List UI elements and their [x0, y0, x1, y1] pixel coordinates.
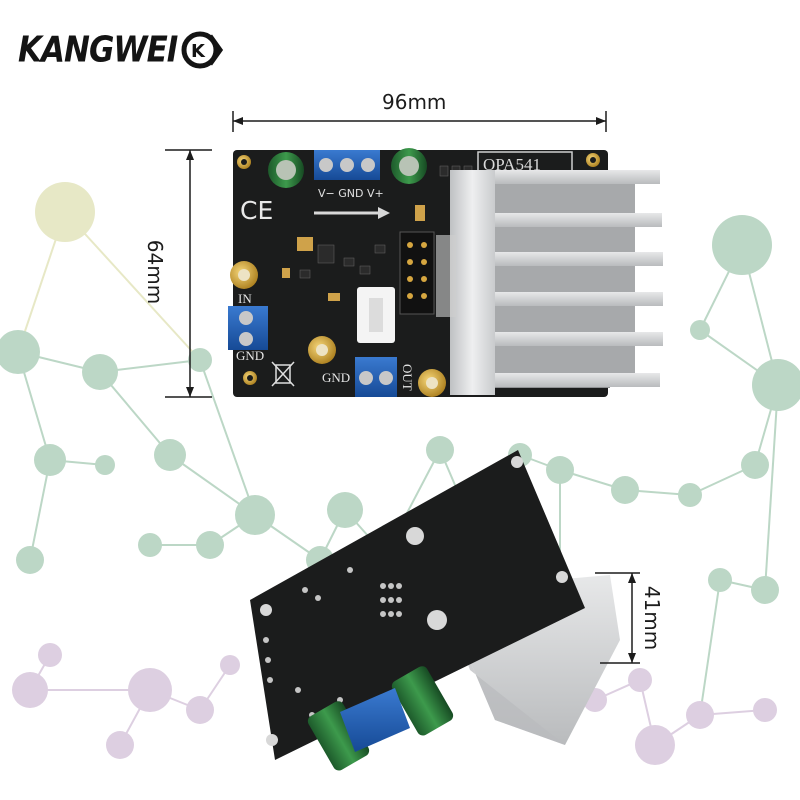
network-node [0, 330, 40, 374]
network-node [196, 531, 224, 559]
input-gnd-label: GND [236, 348, 264, 363]
network-node [16, 546, 44, 574]
network-node [752, 359, 800, 411]
dimension-height-label: 64mm [143, 239, 167, 305]
network-node [690, 320, 710, 340]
brand-emblem-icon: K [181, 31, 224, 69]
network-edge [199, 359, 256, 516]
background-network-graphic [0, 182, 800, 765]
dimension-lines [165, 111, 640, 664]
network-node [106, 731, 134, 759]
dimension-width-label: 96mm [382, 90, 447, 114]
chip-label: OPA541 [483, 155, 541, 174]
network-node [82, 354, 118, 390]
power-terminal-label: V− GND V+ [318, 187, 384, 200]
network-edge [764, 384, 779, 591]
network-node [686, 701, 714, 729]
network-node [678, 483, 702, 507]
network-node [186, 696, 214, 724]
network-node [546, 456, 574, 484]
network-node [38, 643, 62, 667]
network-node [220, 655, 240, 675]
ce-mark: CE [240, 196, 273, 225]
network-node [611, 476, 639, 504]
dimension-depth-label: 41mm [640, 585, 664, 651]
network-node [34, 444, 66, 476]
heatsink-top-view [436, 170, 663, 395]
network-edge [64, 211, 201, 361]
network-node [708, 568, 732, 592]
output-label: OUT [400, 364, 415, 391]
network-node [741, 451, 769, 479]
network-node [235, 495, 275, 535]
network-node [635, 725, 675, 765]
weee-bin-icon [271, 361, 295, 387]
network-node [751, 576, 779, 604]
input-label: IN [238, 291, 252, 306]
network-node [128, 668, 172, 712]
network-node [154, 439, 186, 471]
network-node [327, 492, 363, 528]
brand-logo: KANGWEI K [18, 26, 224, 74]
network-node [35, 182, 95, 242]
network-node [188, 348, 212, 372]
network-node [628, 668, 652, 692]
network-node [753, 698, 777, 722]
board-top-view: CE V− GND V+ OPA541 [228, 148, 663, 397]
output-gnd-label: GND [322, 370, 350, 385]
network-edge [699, 579, 721, 716]
network-node [138, 533, 162, 557]
network-node [95, 455, 115, 475]
network-edge [29, 459, 51, 561]
network-node [12, 672, 48, 708]
brand-mark-letter: K [191, 41, 206, 62]
network-node [712, 215, 772, 275]
board-bottom-view [250, 450, 620, 771]
brand-name: KANGWEI [18, 29, 178, 71]
network-node [426, 436, 454, 464]
network-edge [99, 371, 171, 456]
